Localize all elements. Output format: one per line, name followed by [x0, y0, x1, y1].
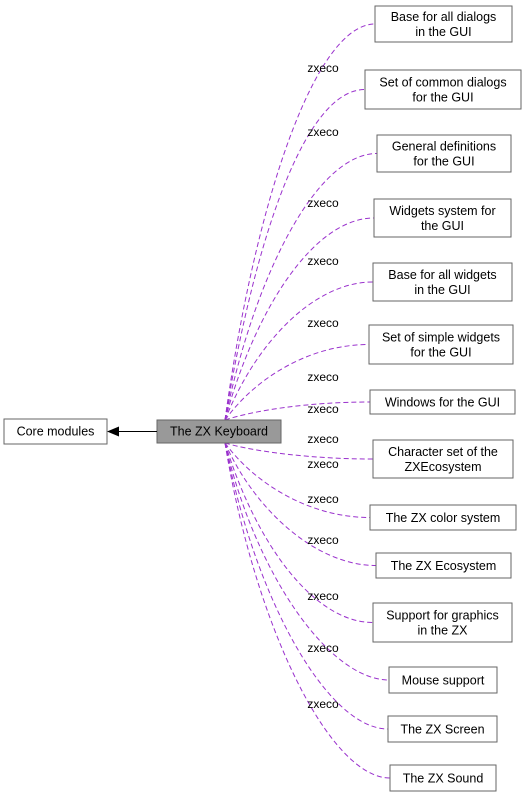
node-module-label: for the GUI	[410, 346, 471, 360]
node-module-label: for the GUI	[413, 155, 474, 169]
node-module-label: General definitions	[392, 140, 496, 154]
node-module-label: the GUI	[421, 219, 464, 233]
edge-zxeco-1	[224, 89, 366, 421]
edge-label-zxeco: zxeco	[307, 196, 339, 210]
node-module-label: Mouse support	[402, 674, 485, 688]
node-zx-keyboard[interactable]: The ZX Keyboard	[156, 419, 282, 444]
node-core-modules-label: Core modules	[17, 425, 95, 439]
edge-zxeco-2	[224, 153, 378, 421]
node-module-label: Set of simple widgets	[382, 331, 500, 345]
node-module-label: The ZX Sound	[403, 772, 484, 786]
node-module-label: Set of common dialogs	[379, 76, 506, 90]
node-module-label: Windows for the GUI	[385, 396, 500, 410]
edge-zxeco-4	[224, 281, 374, 421]
node-module-label: The ZX Screen	[400, 723, 484, 737]
edge-label-zxeco: zxeco	[307, 125, 339, 139]
edge-label-zxeco: zxeco	[307, 61, 339, 75]
edge-zxeco-11	[224, 442, 390, 681]
edge-label-zxeco: zxeco	[307, 697, 339, 711]
edge-zxeco-9	[224, 442, 377, 566]
edge-label-zxeco: zxeco	[307, 370, 339, 384]
edge-label-zxeco: zxeco	[307, 457, 339, 471]
edge-zxeco-8	[224, 442, 371, 518]
node-module-8[interactable]: The ZX color system	[369, 504, 517, 531]
node-module-11[interactable]: Mouse support	[388, 666, 498, 694]
node-module-13[interactable]: The ZX Sound	[389, 764, 497, 792]
node-module-label: in the ZX	[417, 624, 468, 638]
node-module-label: in the GUI	[414, 283, 470, 297]
node-module-9[interactable]: The ZX Ecosystem	[375, 552, 512, 579]
edge-zxeco-6	[224, 401, 371, 421]
edge-zxeco-13	[224, 442, 391, 779]
node-module-label: in the GUI	[415, 25, 471, 39]
edge-zxeco-0	[224, 23, 376, 421]
node-module-6[interactable]: Windows for the GUI	[369, 389, 516, 415]
edge-label-zxeco: zxeco	[307, 254, 339, 268]
edge-label-zxeco: zxeco	[307, 589, 339, 603]
edge-label-zxeco: zxeco	[307, 402, 339, 416]
edge-label-zxeco: zxeco	[307, 316, 339, 330]
node-module-label: Base for all widgets	[388, 268, 496, 282]
node-module-label: The ZX Ecosystem	[391, 559, 497, 573]
node-module-label: Character set of the	[388, 445, 498, 459]
edge-zxeco-3	[224, 217, 375, 421]
node-module-label: Support for graphics	[386, 609, 499, 623]
node-module-12[interactable]: The ZX Screen	[387, 715, 498, 743]
edge-label-zxeco: zxeco	[307, 533, 339, 547]
node-core-modules[interactable]: Core modules	[3, 418, 108, 445]
edge-zxeco-5	[224, 344, 370, 421]
edge-label-zxeco: zxeco	[307, 432, 339, 446]
edge-label-zxeco: zxeco	[307, 641, 339, 655]
node-module-label: ZXEcosystem	[404, 460, 481, 474]
edge-zxeco-7	[224, 442, 374, 460]
node-module-label: Base for all dialogs	[391, 10, 497, 24]
node-zx-keyboard-label: The ZX Keyboard	[170, 425, 268, 439]
edge-label-zxeco: zxeco	[307, 492, 339, 506]
node-module-label: The ZX color system	[386, 511, 501, 525]
node-module-label: for the GUI	[412, 91, 473, 105]
node-module-label: Widgets system for	[389, 204, 495, 218]
